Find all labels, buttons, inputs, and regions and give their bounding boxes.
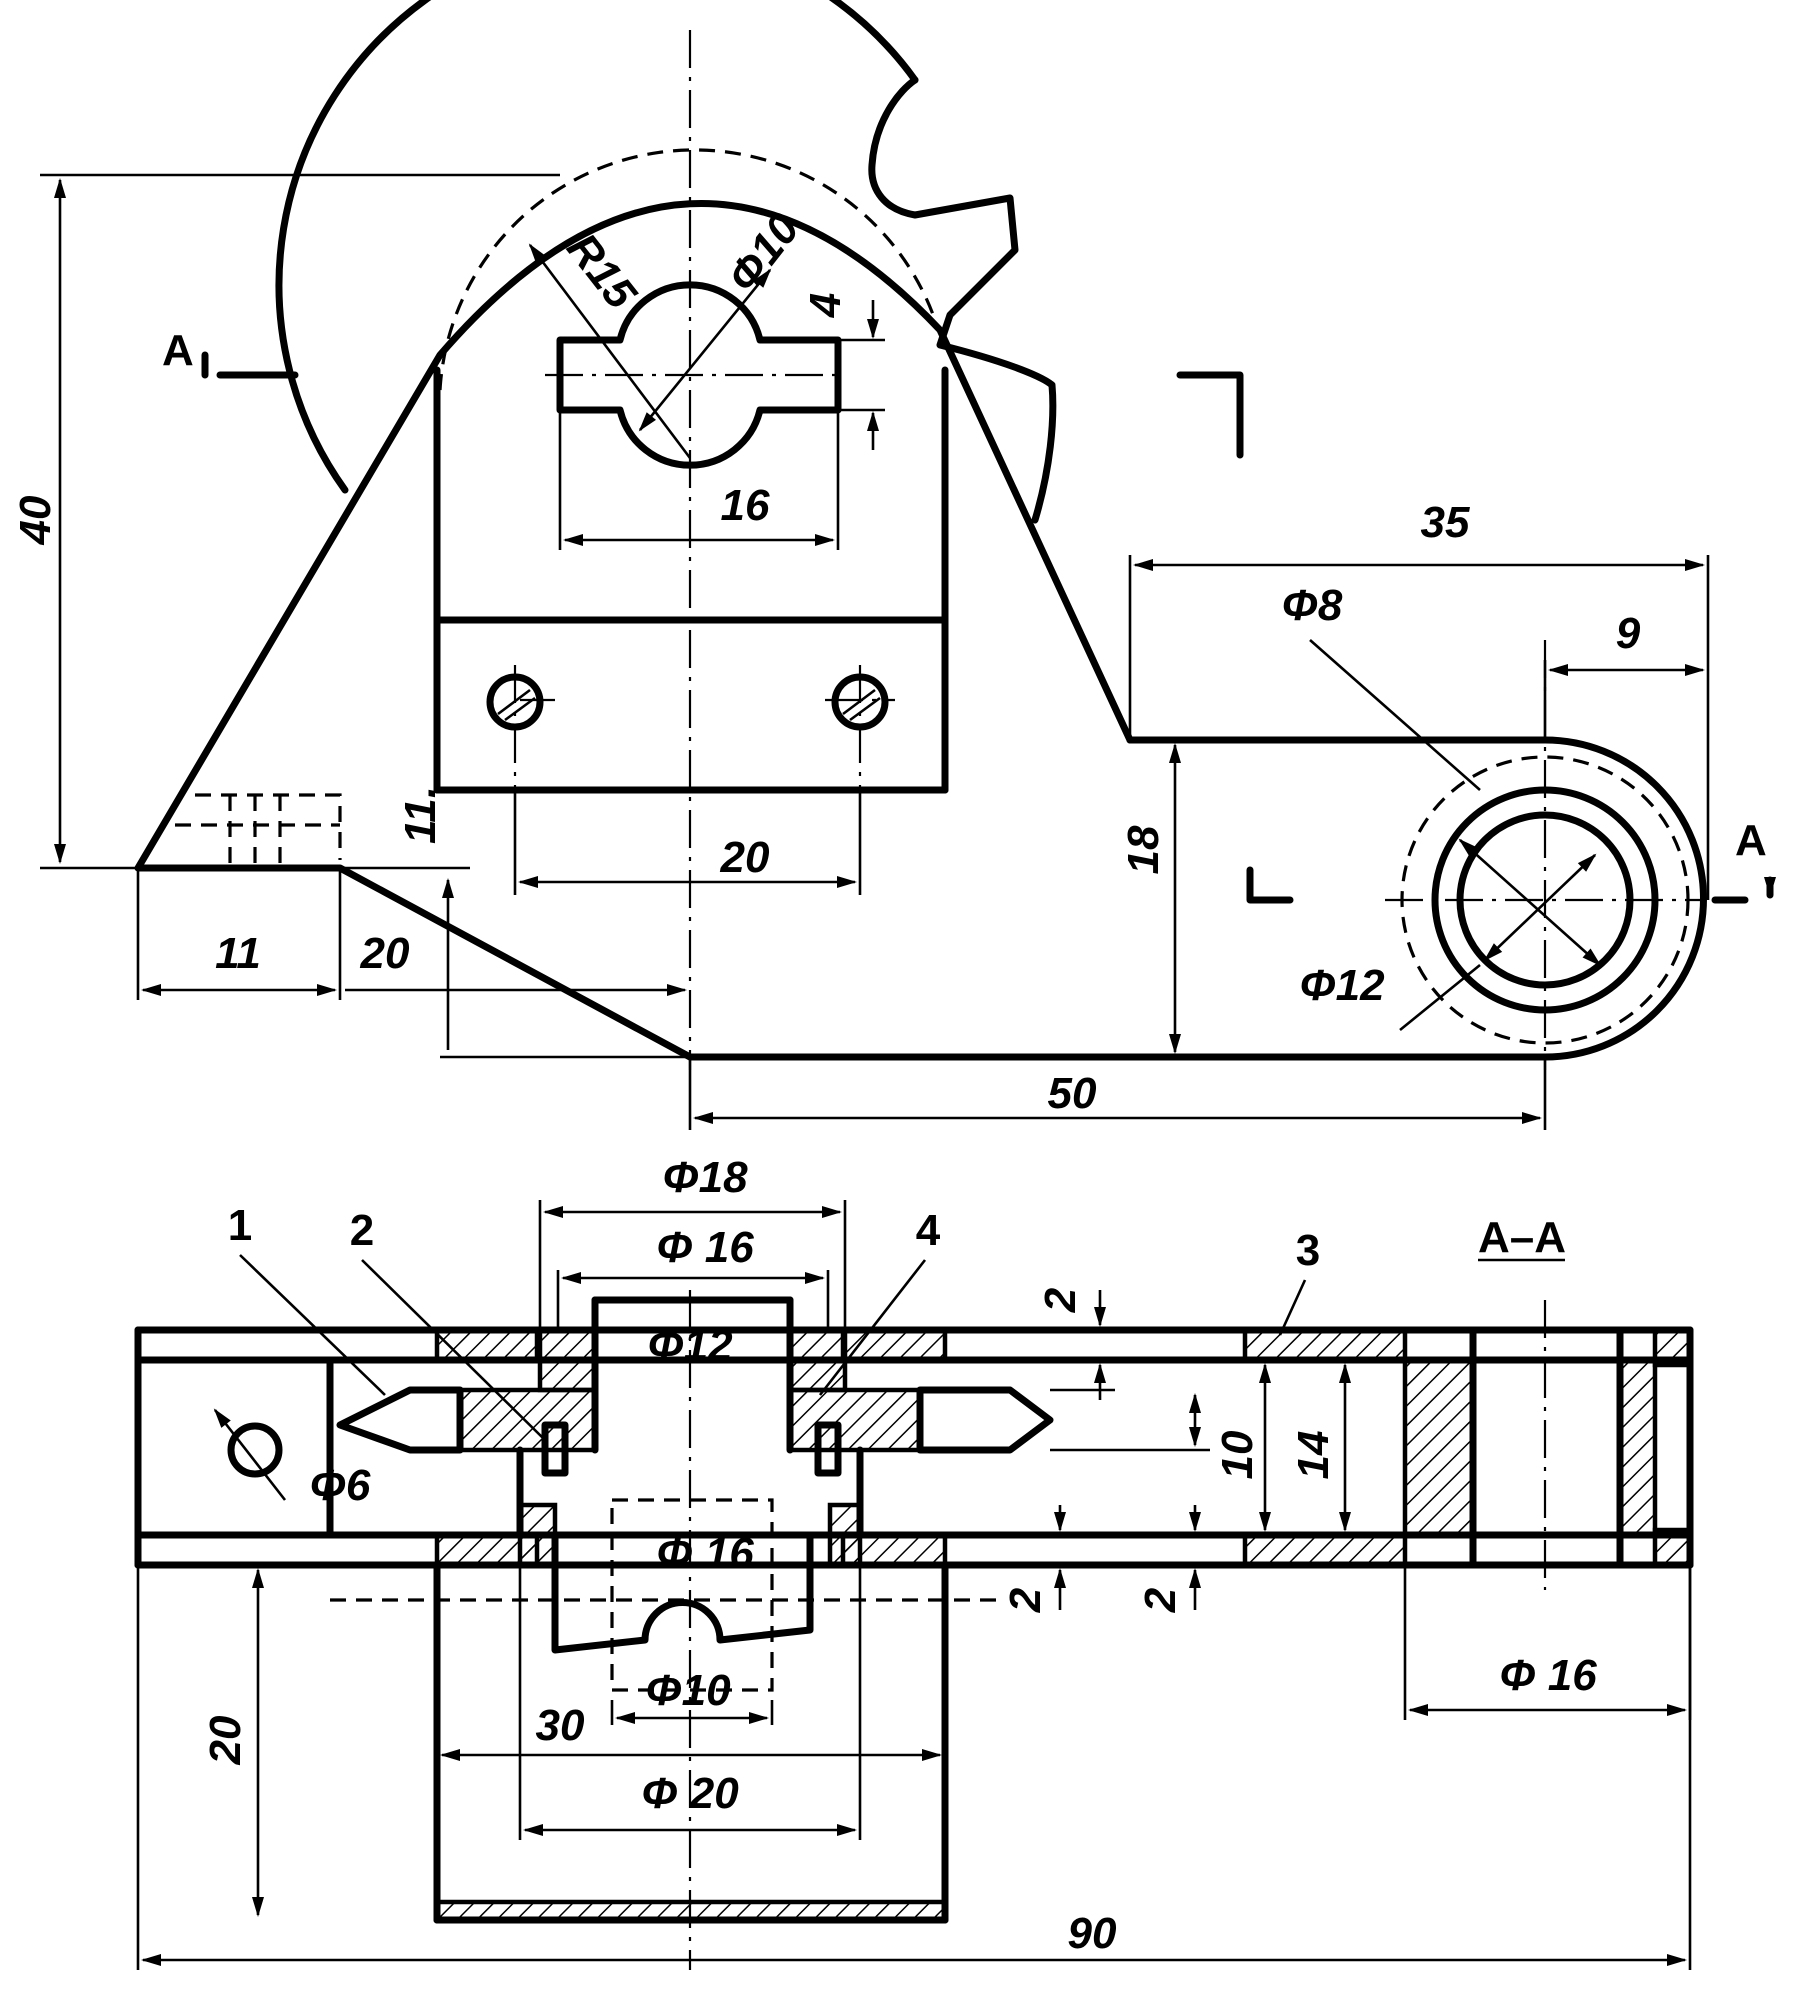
dim-2-top: 2	[1036, 1287, 1085, 1313]
dim-10-slot: 10	[1213, 1430, 1262, 1479]
part-number-4: 4	[916, 1206, 941, 1255]
dim-phi12-arm: Φ12	[1299, 961, 1385, 1010]
dim-2-lower-a: 2	[1001, 1587, 1050, 1613]
dim-35: 35	[1421, 498, 1470, 547]
dim-50: 50	[1048, 1069, 1097, 1118]
dim-phi16-mid: Φ 16	[656, 1529, 754, 1578]
dim-11-small: 11.	[396, 786, 445, 844]
part-number-3: 3	[1296, 1226, 1320, 1275]
dim-phi12-section: Φ12	[647, 1321, 733, 1370]
dim-30: 30	[536, 1701, 585, 1750]
dim-2-lower-b: 2	[1136, 1587, 1185, 1613]
section-mark-right: A	[1735, 816, 1767, 865]
dim-phi8: Φ8	[1282, 581, 1343, 630]
front-dimensions	[40, 173, 1710, 1130]
dim-4: 4	[801, 293, 850, 318]
dim-40: 40	[11, 495, 60, 545]
dim-11-base: 11	[215, 929, 261, 978]
dim-20-left: 20	[201, 1715, 250, 1765]
dim-phi10-top: Φ10	[718, 204, 809, 302]
section-markers: A A A–A	[162, 326, 1767, 1262]
section-mark-left: A	[162, 326, 194, 375]
part-numbers: 1 2 4 3	[228, 1201, 1320, 1275]
dim-90: 90	[1068, 1909, 1117, 1958]
part-number-2: 2	[350, 1206, 374, 1255]
dim-20-holes: 20	[720, 833, 770, 882]
dim-16-slot: 16	[721, 481, 770, 530]
dim-phi18: Φ18	[662, 1153, 748, 1202]
front-view	[134, 0, 1776, 1070]
dim-phi16-right: Φ 16	[1499, 1651, 1597, 1700]
dim-phi10-bottom: Φ10	[645, 1666, 731, 1715]
section-view	[134, 1290, 1694, 1970]
dim-9: 9	[1616, 609, 1641, 658]
dim-14: 14	[1289, 1431, 1338, 1480]
dim-phi20: Φ 20	[641, 1769, 739, 1818]
part-number-1: 1	[228, 1201, 252, 1250]
dim-18: 18	[1119, 825, 1168, 874]
section-dimensions	[136, 1200, 1692, 1970]
dimension-labels: 40 R15 Φ10 4 16 20 11. 11 20 18 35 9 Φ8 …	[11, 204, 1641, 1958]
dim-phi6: Φ6	[310, 1461, 371, 1510]
section-title: A–A	[1478, 1213, 1566, 1262]
dim-20-base: 20	[360, 929, 410, 978]
dim-phi16-top: Φ 16	[656, 1223, 754, 1272]
